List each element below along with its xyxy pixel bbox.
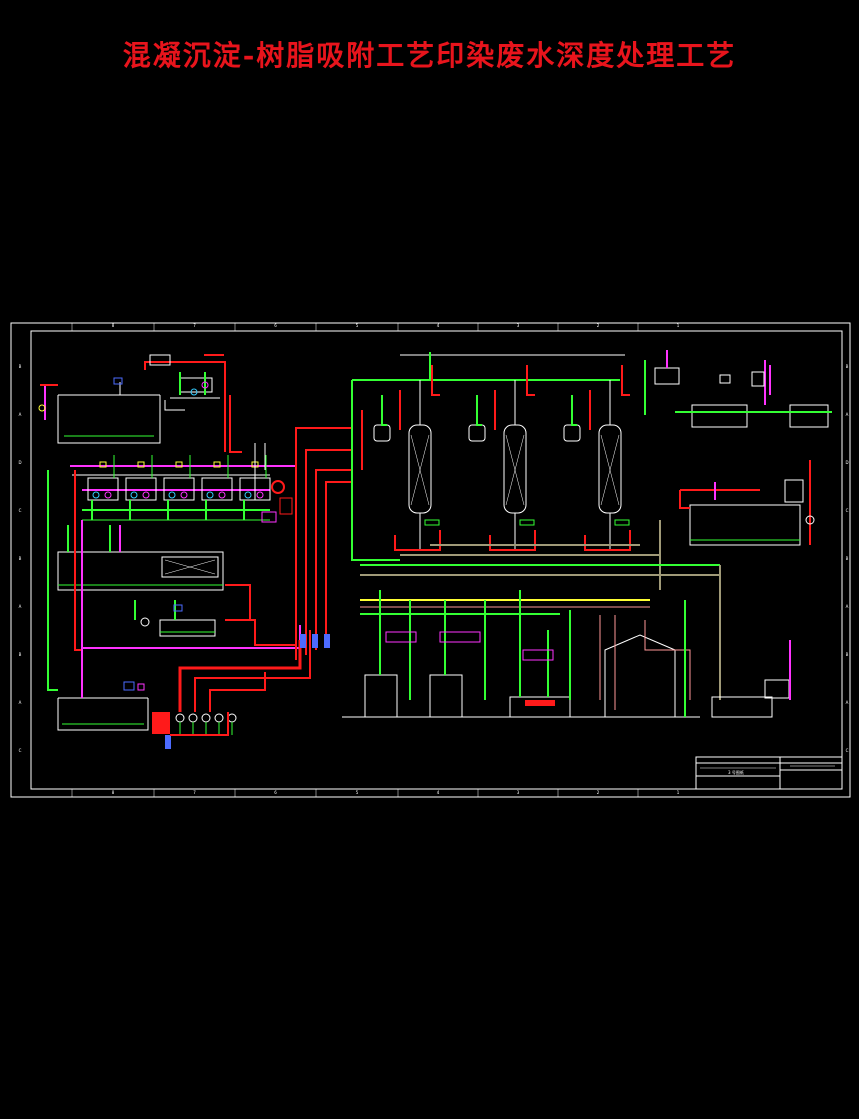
row-mark: C: [19, 748, 22, 753]
row-mark: C: [846, 748, 849, 753]
top-right-small-tank: [144, 354, 226, 452]
regeneration-area: [342, 590, 791, 718]
dosing-unit: [163, 455, 195, 520]
outer-frame: [10, 322, 851, 798]
column-mark: 7: [193, 323, 196, 328]
pump: [175, 713, 185, 735]
dosing-unit: [201, 455, 233, 520]
column-mark: 6: [274, 790, 277, 795]
column-mark: 7: [193, 790, 196, 795]
dosing-units-row: [70, 443, 295, 523]
row-mark: B: [19, 652, 22, 657]
column-marks: 8 8 7 7 6 6 5 5 4 4 3 3 2 2 1 1: [71, 323, 680, 797]
inner-frame: [30, 330, 843, 790]
column-mark: 4: [437, 790, 440, 795]
title-block-label: 3 号图纸: [728, 769, 744, 775]
pump: [201, 713, 211, 735]
feed-lines: [225, 395, 352, 660]
column-mark: 2: [597, 323, 600, 328]
row-mark: A: [846, 700, 849, 705]
row-mark: A: [19, 700, 22, 705]
row-mark: B: [19, 556, 22, 561]
row-mark: C: [846, 508, 849, 513]
pump: [227, 713, 237, 735]
column-mark: 1: [677, 323, 680, 328]
column-mark: 5: [356, 323, 359, 328]
resin-column: [468, 365, 536, 551]
resin-column: [373, 365, 441, 551]
row-mark: A: [19, 412, 22, 417]
row-mark: A: [19, 604, 22, 609]
right-mid-tank: [679, 460, 815, 546]
column-mark: 8: [112, 323, 115, 328]
top-left-tank: [38, 377, 161, 444]
row-mark: D: [18, 460, 21, 465]
sedimentation-tank: [57, 525, 224, 591]
drawing-title: 混凝沉淀-树脂吸附工艺印染废水深度处理工艺: [122, 39, 737, 72]
column-mark: 3: [517, 790, 520, 795]
row-mark: B: [19, 364, 22, 369]
column-mark: 1: [677, 790, 680, 795]
row-mark: B: [846, 652, 849, 657]
row-marks: B B A A D D C C B B A A B B A A C C: [18, 364, 848, 753]
column-mark: 8: [112, 790, 115, 795]
row-mark: A: [846, 604, 849, 609]
column-mark: 3: [517, 323, 520, 328]
pump-station-bottom: [152, 630, 311, 749]
row-mark: B: [846, 364, 849, 369]
column-mark: 5: [356, 790, 359, 795]
title-block: 3 号图纸: [695, 756, 843, 790]
resin-columns: [351, 352, 721, 700]
top-right-equipment: [644, 350, 832, 428]
row-mark: A: [846, 412, 849, 417]
pump: [188, 713, 198, 735]
row-mark: D: [845, 460, 848, 465]
resin-column: [563, 365, 631, 551]
column-mark: 4: [437, 323, 440, 328]
row-mark: B: [846, 556, 849, 561]
mixing-tank-mid: [134, 600, 216, 637]
dosing-unit: [125, 455, 157, 520]
column-mark: 6: [274, 323, 277, 328]
column-mark: 2: [597, 790, 600, 795]
pump: [214, 713, 224, 735]
row-mark: C: [19, 508, 22, 513]
dosing-unit: [87, 455, 119, 520]
